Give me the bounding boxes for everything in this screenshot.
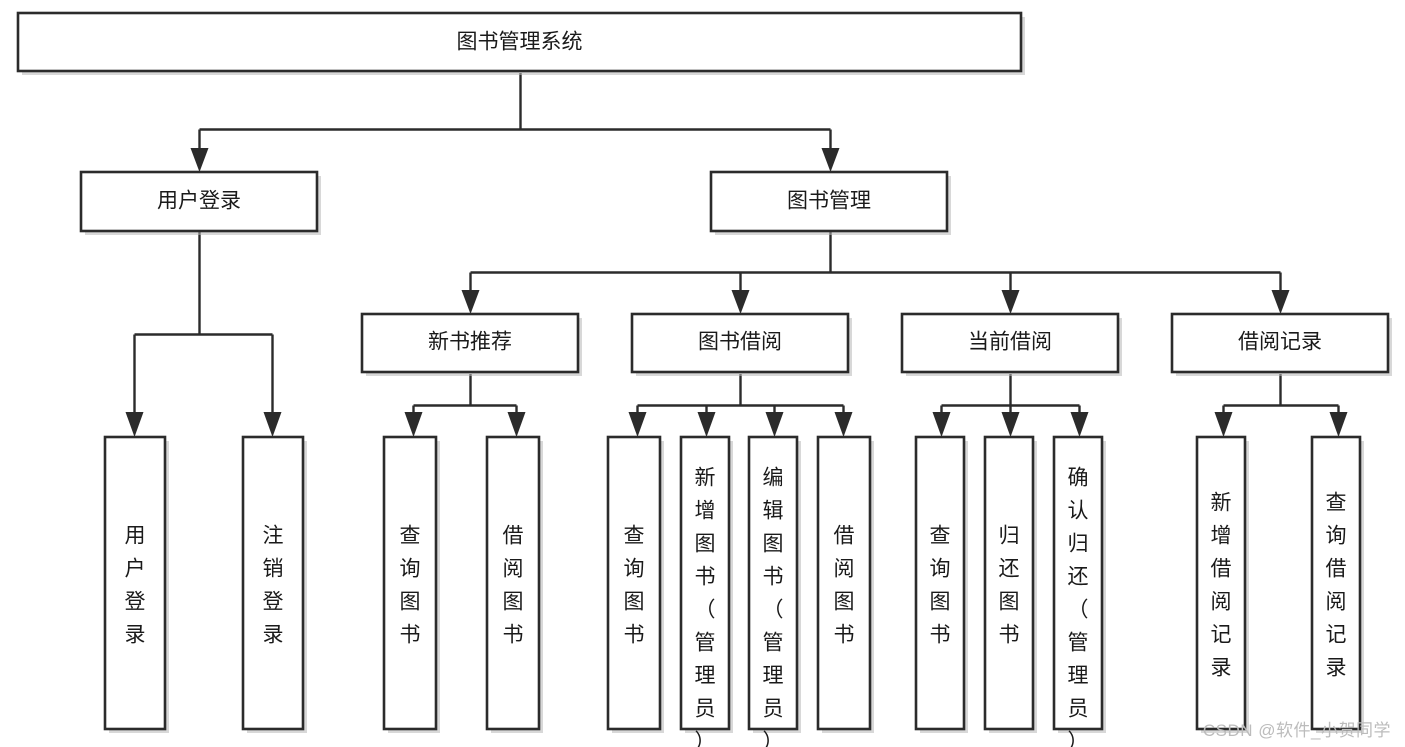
arrow-head-leaf-user-login [125, 412, 144, 437]
node-user-login[interactable]: 用户登录 [79, 170, 321, 235]
node-book-borrow-box[interactable] [630, 312, 850, 374]
node-leaf-borrow-book-2-label: 借阅图书 [834, 525, 855, 647]
node-book-borrow-label: 图书借阅 [698, 331, 782, 354]
node-leaf-borrow-book-1[interactable]: 借阅图书 [485, 435, 543, 733]
node-book-borrow[interactable]: 图书借阅 [630, 312, 852, 376]
arrow-head-leaf-query-book-2 [628, 412, 647, 437]
node-user-login-box[interactable] [79, 170, 319, 233]
node-leaf-query-book-3-label: 查询图书 [930, 525, 951, 647]
arrow-head-leaf-query-record [1329, 412, 1348, 437]
node-new-book-recommend-label: 新书推荐 [428, 331, 512, 354]
node-book-management-box[interactable] [709, 170, 949, 233]
node-leaf-query-record-label: 查询借阅记录 [1326, 492, 1347, 680]
node-leaf-logout-login[interactable]: 注销登录 [241, 435, 307, 733]
node-leaf-edit-book[interactable]: 编辑图书（管理员） [747, 435, 801, 747]
arrow-head-book-management [821, 148, 840, 172]
node-current-borrow[interactable]: 当前借阅 [900, 312, 1122, 376]
node-leaf-confirm-return[interactable]: 确认归还（管理员） [1052, 435, 1106, 747]
node-leaf-add-record-box[interactable] [1195, 435, 1247, 731]
node-user-login-label: 用户登录 [157, 190, 241, 213]
node-borrow-record-label: 借阅记录 [1238, 331, 1322, 354]
node-leaf-borrow-book-1-box[interactable] [485, 435, 541, 731]
arrow-head-new-book-recommend [461, 290, 480, 314]
node-leaf-logout-login-box[interactable] [241, 435, 305, 731]
node-root-box[interactable] [16, 11, 1023, 73]
node-leaf-user-login-label: 用户登录 [125, 525, 146, 647]
node-leaf-query-book-3-box[interactable] [914, 435, 966, 731]
arrow-head-current-borrow [1001, 290, 1020, 314]
arrow-head-book-borrow [731, 290, 750, 314]
node-leaf-add-book-label: 新增图书（管理员） [695, 467, 716, 747]
node-leaf-borrow-book-2-box[interactable] [816, 435, 872, 731]
node-root[interactable]: 图书管理系统 [16, 11, 1025, 75]
node-leaf-borrow-book-2[interactable]: 借阅图书 [816, 435, 874, 733]
arrow-head-user-login [190, 148, 209, 172]
arrow-head-leaf-borrow-book-2 [834, 412, 853, 437]
node-leaf-edit-book-box[interactable] [747, 435, 799, 731]
node-leaf-add-book-box[interactable] [679, 435, 731, 731]
arrow-head-leaf-confirm-return [1070, 412, 1089, 437]
node-leaf-user-login-box[interactable] [103, 435, 167, 731]
node-leaf-query-book-2-box[interactable] [606, 435, 662, 731]
node-leaf-return-book[interactable]: 归还图书 [983, 435, 1037, 733]
arrow-head-leaf-add-record [1214, 412, 1233, 437]
node-root-label: 图书管理系统 [457, 31, 583, 54]
node-leaf-query-book-1-label: 查询图书 [400, 525, 421, 647]
node-current-borrow-box[interactable] [900, 312, 1120, 374]
arrow-head-leaf-query-book-1 [404, 412, 423, 437]
arrow-head-leaf-edit-book [765, 412, 784, 437]
node-leaf-confirm-return-label: 确认归还（管理员） [1068, 467, 1089, 747]
arrow-head-leaf-query-book-3 [932, 412, 951, 437]
node-leaf-query-book-1[interactable]: 查询图书 [382, 435, 440, 733]
node-leaf-borrow-book-1-label: 借阅图书 [503, 525, 524, 647]
node-leaf-query-book-1-box[interactable] [382, 435, 438, 731]
node-leaf-query-record-box[interactable] [1310, 435, 1362, 731]
arrow-head-leaf-add-book [697, 412, 716, 437]
node-borrow-record-box[interactable] [1170, 312, 1390, 374]
node-book-management-label: 图书管理 [787, 190, 871, 213]
arrow-head-borrow-record [1271, 290, 1290, 314]
node-leaf-add-record[interactable]: 新增借阅记录 [1195, 435, 1249, 733]
arrow-head-leaf-logout-login [263, 412, 282, 437]
node-leaf-edit-book-label: 编辑图书（管理员） [763, 467, 784, 747]
node-book-management[interactable]: 图书管理 [709, 170, 951, 235]
node-leaf-logout-login-label: 注销登录 [263, 525, 284, 647]
node-leaf-add-record-label: 新增借阅记录 [1211, 492, 1232, 680]
node-leaf-return-book-box[interactable] [983, 435, 1035, 731]
csdn-watermark: CSDN @软件_小贺同学 [1202, 721, 1391, 740]
node-leaf-confirm-return-box[interactable] [1052, 435, 1104, 731]
leaf-nodes-layer: 用户登录 注销登录 查询图书 借阅图书 查询图书 [103, 435, 1364, 747]
node-leaf-query-book-2[interactable]: 查询图书 [606, 435, 664, 733]
node-leaf-user-login[interactable]: 用户登录 [103, 435, 169, 733]
node-leaf-query-book-3[interactable]: 查询图书 [914, 435, 968, 733]
connector-layer [125, 73, 1348, 437]
arrow-head-leaf-return-book [1001, 412, 1020, 437]
node-new-book-recommend-box[interactable] [360, 312, 580, 374]
node-leaf-query-book-2-label: 查询图书 [624, 525, 645, 647]
node-current-borrow-label: 当前借阅 [968, 331, 1052, 354]
node-leaf-add-book[interactable]: 新增图书（管理员） [679, 435, 733, 747]
node-leaf-return-book-label: 归还图书 [999, 525, 1020, 647]
node-borrow-record[interactable]: 借阅记录 [1170, 312, 1392, 376]
node-leaf-query-record[interactable]: 查询借阅记录 [1310, 435, 1364, 733]
arrow-head-leaf-borrow-book-1 [507, 412, 526, 437]
node-new-book-recommend[interactable]: 新书推荐 [360, 312, 582, 376]
